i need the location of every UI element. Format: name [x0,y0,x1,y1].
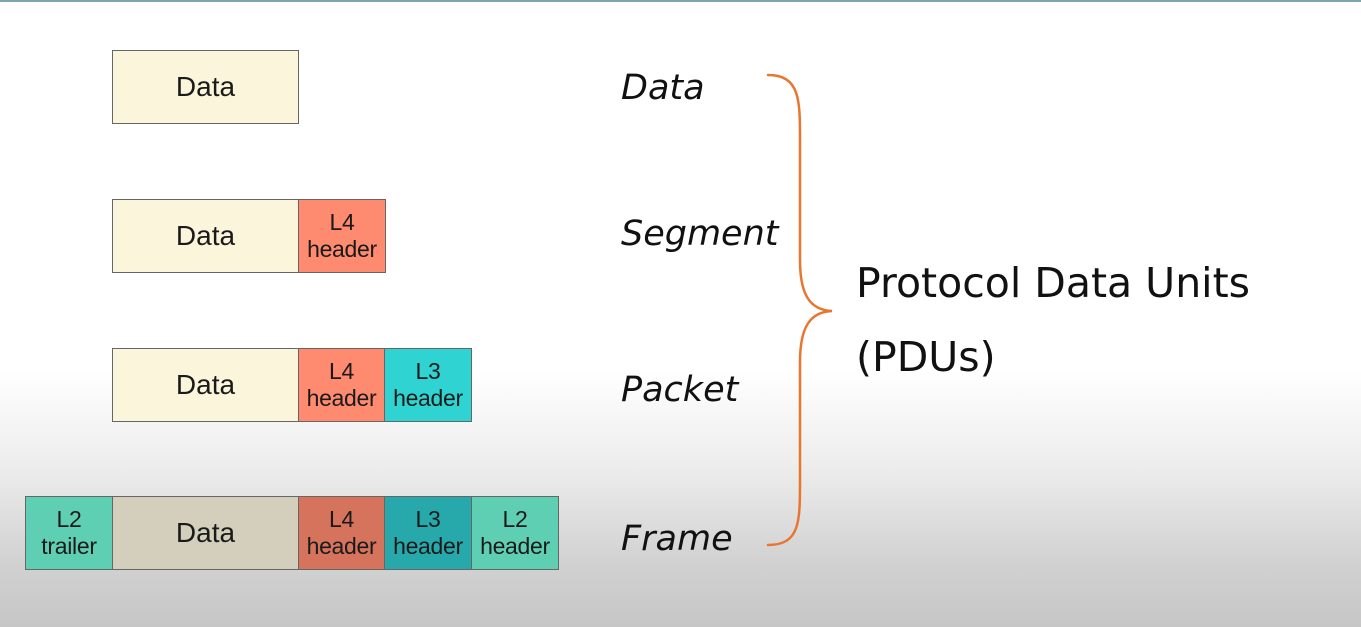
data-cell: Data [112,496,299,570]
data-cell: Data [112,348,299,422]
pdu-title: Protocol Data Units [856,259,1251,307]
pdu-abbreviation: (PDUs) [856,333,996,381]
packet-label: Packet [621,370,739,410]
l4-header-cell: L4 header [298,199,386,273]
packet-row: Data L4 header L3 header [112,348,472,422]
l3-header-cell: L3 header [384,348,472,422]
l3-header-cell: L3 header [384,496,472,570]
segment-label: Segment [621,214,779,254]
data-cell: Data [112,50,299,124]
data-label: Data [621,68,705,108]
l2-header-cell: L2 header [471,496,559,570]
data-cell: Data [112,199,299,273]
frame-row: L2 trailer Data L4 header L3 header L2 h… [25,496,559,570]
segment-row: Data L4 header [112,199,386,273]
l4-header-cell: L4 header [298,496,385,570]
data-row: Data [112,50,299,124]
frame-label: Frame [621,519,733,559]
l2-trailer-cell: L2 trailer [25,496,113,570]
brace-path [766,73,833,547]
curly-brace [766,73,833,547]
top-rule [0,0,1361,2]
l4-header-cell: L4 header [298,348,385,422]
